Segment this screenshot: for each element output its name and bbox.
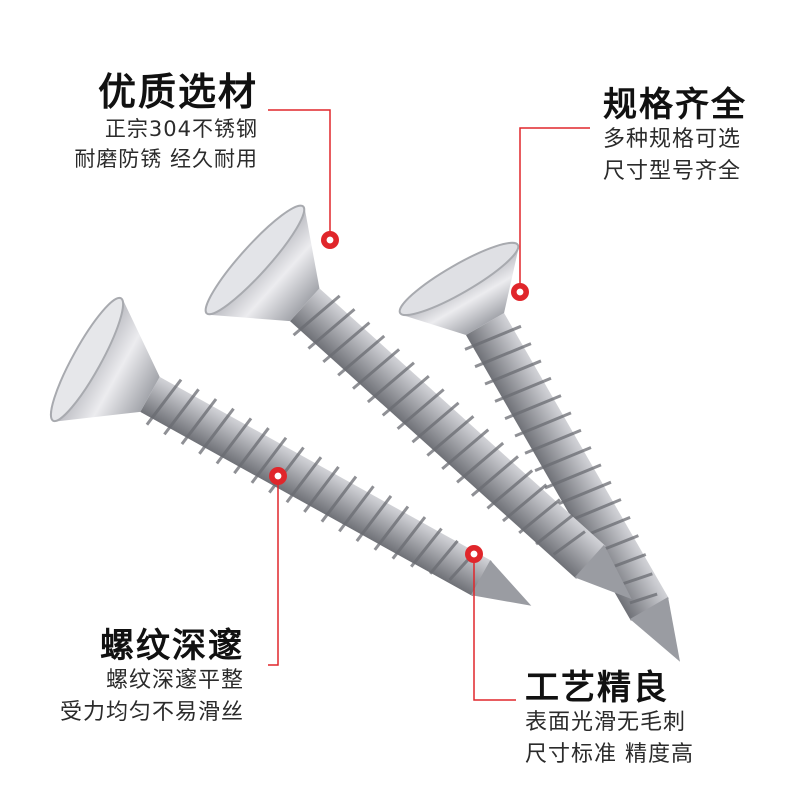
feature-line: 尺寸标准 精度高	[525, 742, 694, 768]
screw-tip	[629, 597, 680, 662]
feature-line: 螺纹深邃平整	[105, 668, 244, 694]
feature-material: 优质选材 正宗304不锈钢 耐磨防锈 经久耐用	[40, 70, 258, 175]
screw-head-top	[398, 241, 520, 317]
screw-threads	[145, 378, 475, 581]
callout-dot-thread	[269, 467, 287, 485]
callout-line-spec	[519, 127, 590, 290]
screw-left	[49, 296, 532, 606]
feature-thread: 螺纹深邃 螺纹深邃平整 受力均匀不易滑丝	[26, 626, 244, 729]
screw-middle	[204, 204, 632, 600]
feature-craft: 工艺精良 表面光滑无毛刺 尺寸标准 精度高	[525, 668, 765, 771]
callout-line-material	[268, 109, 331, 238]
feature-title: 螺纹深邃	[100, 626, 244, 666]
feature-title: 工艺精良	[525, 668, 669, 708]
feature-title: 规格齐全	[603, 85, 747, 125]
callout-line-thread	[268, 478, 279, 666]
screw-shaft	[140, 376, 493, 597]
feature-title: 优质选材	[97, 70, 258, 114]
feature-line: 表面光滑无毛刺	[525, 710, 687, 736]
feature-line: 尺寸型号齐全	[603, 159, 742, 185]
callout-dot-craft	[465, 545, 483, 563]
feature-line: 正宗304不锈钢	[104, 116, 258, 141]
screw-tip	[574, 544, 632, 600]
feature-line: 多种规格可选	[603, 127, 742, 153]
screw-tip	[470, 560, 532, 606]
screw-threads	[292, 294, 586, 556]
feature-line: 受力均匀不易滑丝	[59, 700, 244, 726]
screw-right	[398, 241, 680, 662]
screw-head-top	[204, 204, 306, 316]
callout-lines	[268, 109, 590, 701]
screw-head-top	[49, 296, 125, 423]
callout-dot-material	[321, 231, 339, 249]
callout-line-craft	[473, 556, 516, 701]
callout-dot-spec	[511, 283, 529, 301]
feature-spec: 规格齐全 多种规格可选 尺寸型号齐全	[603, 85, 793, 188]
feature-line: 耐磨防锈 经久耐用	[74, 147, 258, 172]
screw-shaft	[290, 288, 606, 579]
